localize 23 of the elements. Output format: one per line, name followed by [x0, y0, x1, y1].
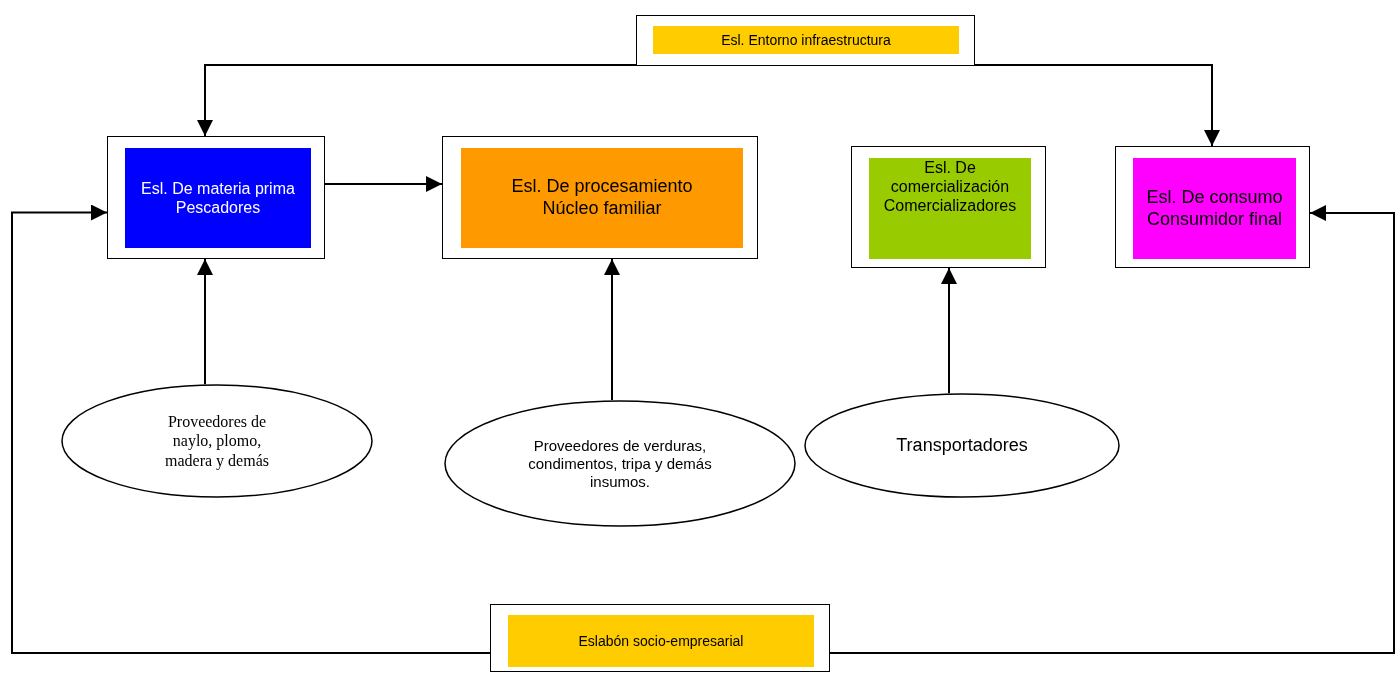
process-box: Esl. De consumo Consumidor final [1133, 158, 1296, 259]
arrow [829, 205, 1395, 654]
category-box: Esl. Entorno infraestructura [653, 26, 959, 54]
arrow [11, 204, 491, 654]
process-box: Esl. De comercialización Comercializadores [869, 158, 1031, 259]
box-frame [442, 136, 758, 259]
box-frame [107, 136, 325, 259]
node-label: Proveedores de verduras, condimentos, tripa y demás insumos. [527, 436, 713, 491]
box-frame [1115, 146, 1310, 268]
node-label: Transportadores [896, 434, 1028, 457]
box-frame [490, 604, 830, 672]
arrow [197, 64, 637, 137]
process-box: Esl. De materia prima Pescadores [125, 148, 311, 248]
arrow [941, 267, 957, 395]
arrow [197, 258, 213, 386]
process-box: Esl. De procesamiento Núcleo familiar [461, 148, 743, 248]
category-box: Eslabón socio-empresarial [508, 615, 814, 667]
box-frame [636, 15, 975, 66]
node-label: Proveedores de naylo, plomo, madera y demás [164, 412, 270, 470]
arrow [974, 64, 1220, 147]
arrow [324, 176, 443, 192]
box-frame [851, 146, 1046, 268]
arrow [604, 258, 620, 402]
